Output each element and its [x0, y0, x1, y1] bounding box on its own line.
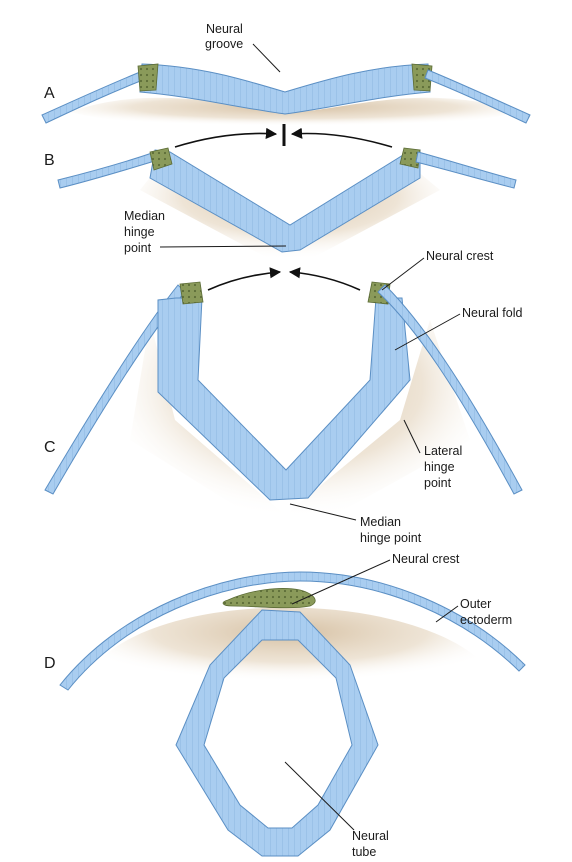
label-median-hinge-c-2: hinge point — [360, 531, 422, 545]
label-median-hinge-b-1: Median — [124, 209, 165, 223]
leader-neural-crest-c — [382, 258, 424, 290]
label-lateral-hinge-1: Lateral — [424, 444, 462, 458]
stage-a-letter: A — [44, 85, 55, 102]
stage-a-group: A Neural groove — [42, 22, 530, 129]
label-neural-tube-2: tube — [352, 845, 376, 859]
stage-c-arrow-left — [208, 272, 280, 290]
label-median-hinge-b-3: point — [124, 241, 152, 255]
label-neural-crest-c: Neural crest — [426, 249, 494, 263]
stage-c-letter: C — [44, 439, 56, 456]
stage-c-crest-left — [180, 282, 203, 304]
leader-neural-groove — [253, 44, 280, 72]
label-median-hinge-b-2: hinge — [124, 225, 155, 239]
stage-b-arrow-right — [292, 134, 392, 147]
stage-b-arrow-left — [175, 134, 276, 147]
label-median-hinge-c-1: Median — [360, 515, 401, 529]
stage-c-group: C Neural crest Neural fold Lateral hinge… — [44, 249, 522, 545]
stage-b-neural-plate — [150, 150, 420, 252]
label-outer-ectoderm-1: Outer — [460, 597, 491, 611]
label-neural-crest-d: Neural crest — [392, 552, 460, 566]
label-neural-groove-1: Neural — [206, 22, 243, 36]
stage-d-letter: D — [44, 655, 56, 672]
label-lateral-hinge-3: point — [424, 476, 452, 490]
stage-c-arrow-right — [290, 272, 360, 290]
stage-a-crest-left — [138, 64, 158, 91]
label-neural-groove-2: groove — [205, 37, 243, 51]
stage-b-ectoderm-left — [58, 152, 158, 188]
stage-d-group: D Neural crest Outer ectoderm Neural tub… — [44, 552, 525, 859]
label-outer-ectoderm-2: ectoderm — [460, 613, 512, 627]
stage-b-letter: B — [44, 152, 55, 169]
label-lateral-hinge-2: hinge — [424, 460, 455, 474]
label-neural-tube-1: Neural — [352, 829, 389, 843]
label-neural-fold: Neural fold — [462, 306, 522, 320]
stage-d-neural-crest — [223, 588, 315, 607]
